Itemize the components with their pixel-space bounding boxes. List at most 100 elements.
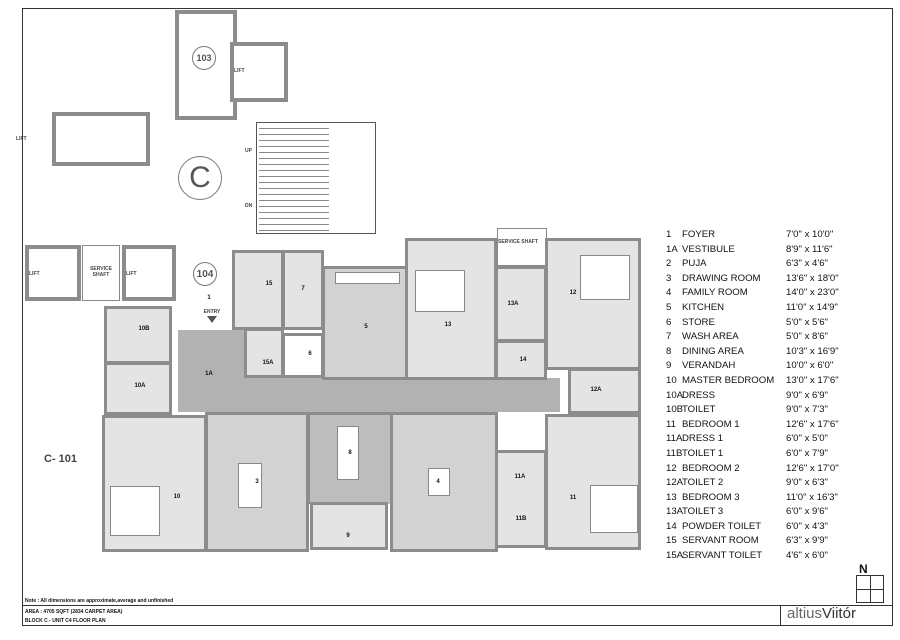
legend-num: 11A	[666, 433, 683, 445]
legend-num: 10A	[666, 389, 684, 401]
room-label-10: 10	[173, 494, 181, 500]
legend-size: 12'6" x 17'6"	[786, 418, 839, 430]
legend-num: 10	[666, 374, 677, 386]
room-label-12: 12	[569, 290, 577, 296]
room-label-11a: 11A	[514, 474, 526, 480]
room-label-14: 14	[519, 357, 527, 363]
legend-num: 12A	[666, 477, 684, 489]
legend-row: 2 PUJA 6'3" x 4'6"	[666, 257, 839, 272]
room-label-3: 3	[255, 479, 259, 485]
legend-num: 12	[666, 462, 677, 474]
legend-size: 11'0" x 14'9"	[786, 301, 838, 313]
bed-master	[110, 486, 160, 536]
tag-103: 103	[192, 46, 216, 70]
legend-num: 1A	[666, 243, 678, 255]
room-label-8: 8	[348, 450, 352, 456]
legend-name: DRESS	[682, 389, 716, 401]
legend-num: 13A	[666, 506, 684, 518]
lift-left-2: LIFT	[122, 245, 176, 301]
dining-table	[337, 426, 359, 480]
room-12a	[568, 368, 641, 414]
lift-left-top: LIFT	[16, 112, 150, 166]
room-label-7: 7	[301, 286, 305, 292]
legend-num: 11	[666, 418, 676, 430]
legend-name: TOILET 2	[682, 477, 724, 489]
room-label-11b: 11B	[515, 516, 527, 522]
room-6	[282, 333, 324, 378]
entry-arrow-icon	[207, 316, 217, 323]
unit-label-c101: C- 101	[44, 453, 78, 465]
room-15	[232, 250, 284, 330]
coffee-table	[238, 463, 262, 508]
kitchen-counter	[335, 272, 400, 284]
room-label-15: 15	[265, 281, 273, 287]
legend-size: 6'3" x 9'9"	[786, 535, 828, 547]
legend-size: 6'3" x 4'6"	[786, 258, 828, 270]
legend-num: 7	[666, 331, 672, 343]
legend-name: TOILET 1	[682, 447, 724, 459]
legend-name: VERANDAH	[682, 360, 736, 372]
legend-name: MASTER BEDROOM	[682, 374, 775, 386]
legend-size: 4'6" x 6'0"	[786, 550, 828, 562]
legend-size: 8'9" x 11'6"	[786, 243, 833, 255]
plan-name-text: BLOCK C - UNIT C4 FLOOR PLAN	[25, 618, 106, 624]
room-label-1a: 1A	[205, 371, 213, 377]
legend-name: SERVANT TOILET	[682, 550, 763, 562]
legend-name: DRESS 1	[682, 433, 724, 445]
bed-12	[580, 255, 630, 300]
area-text: AREA : 4705 SQFT (2834 CARPET AREA)	[25, 609, 123, 615]
legend-num: 15	[666, 535, 677, 547]
legend-size: 6'0" x 4'3"	[786, 520, 828, 532]
title-divider	[22, 605, 893, 606]
legend-size: 6'0" x 9'6"	[786, 506, 828, 518]
entry-label: ENTRY	[203, 309, 221, 315]
legend-num: 13	[666, 491, 677, 503]
legend-num: 8	[666, 345, 672, 357]
legend-num: 4	[666, 287, 672, 299]
legend-num: 10B	[666, 404, 684, 416]
legend-name: DRAWING ROOM	[682, 272, 761, 284]
family-table	[428, 468, 450, 496]
room-label-9: 9	[346, 533, 350, 539]
room-label-5: 5	[364, 324, 368, 330]
drawing-frame	[22, 8, 893, 626]
legend-name: TOILET 3	[682, 506, 724, 518]
legend-num: 15A	[666, 550, 684, 562]
legend-name: SERVANT ROOM	[682, 535, 759, 547]
legend-num: 2	[666, 258, 672, 270]
room-label-6: 6	[308, 351, 312, 357]
legend-size: 11'0" x 16'3"	[786, 491, 838, 503]
legend-size: 14'0" x 23'0"	[786, 287, 839, 299]
legend-name: DINING AREA	[682, 345, 744, 357]
room-label-15a: 15A	[262, 360, 274, 366]
legend-row: 15 SERVANT ROOM 6'3" x 9'9"	[666, 534, 839, 549]
legend-num: 3	[666, 272, 672, 284]
legend-size: 5'0" x 5'6"	[786, 316, 828, 328]
room-13a	[495, 266, 547, 342]
room-label-1: 1	[207, 295, 211, 301]
legend-size: 6'0" x 7'9"	[786, 447, 828, 459]
bed-13	[415, 270, 465, 312]
service-shaft-left: SERVICE SHAFT	[82, 245, 120, 301]
legend-size: 7'0" x 10'0"	[786, 229, 834, 240]
brand-logo: altiusViitór	[780, 605, 893, 626]
room-label-10b: 10B	[138, 326, 150, 332]
legend-name: KITCHEN	[682, 301, 725, 313]
bed-11	[590, 485, 638, 533]
legend-name: PUJA	[682, 258, 707, 270]
room-label-13a: 13A	[507, 301, 519, 307]
corridor	[178, 378, 560, 412]
legend-num: 1	[666, 229, 672, 240]
